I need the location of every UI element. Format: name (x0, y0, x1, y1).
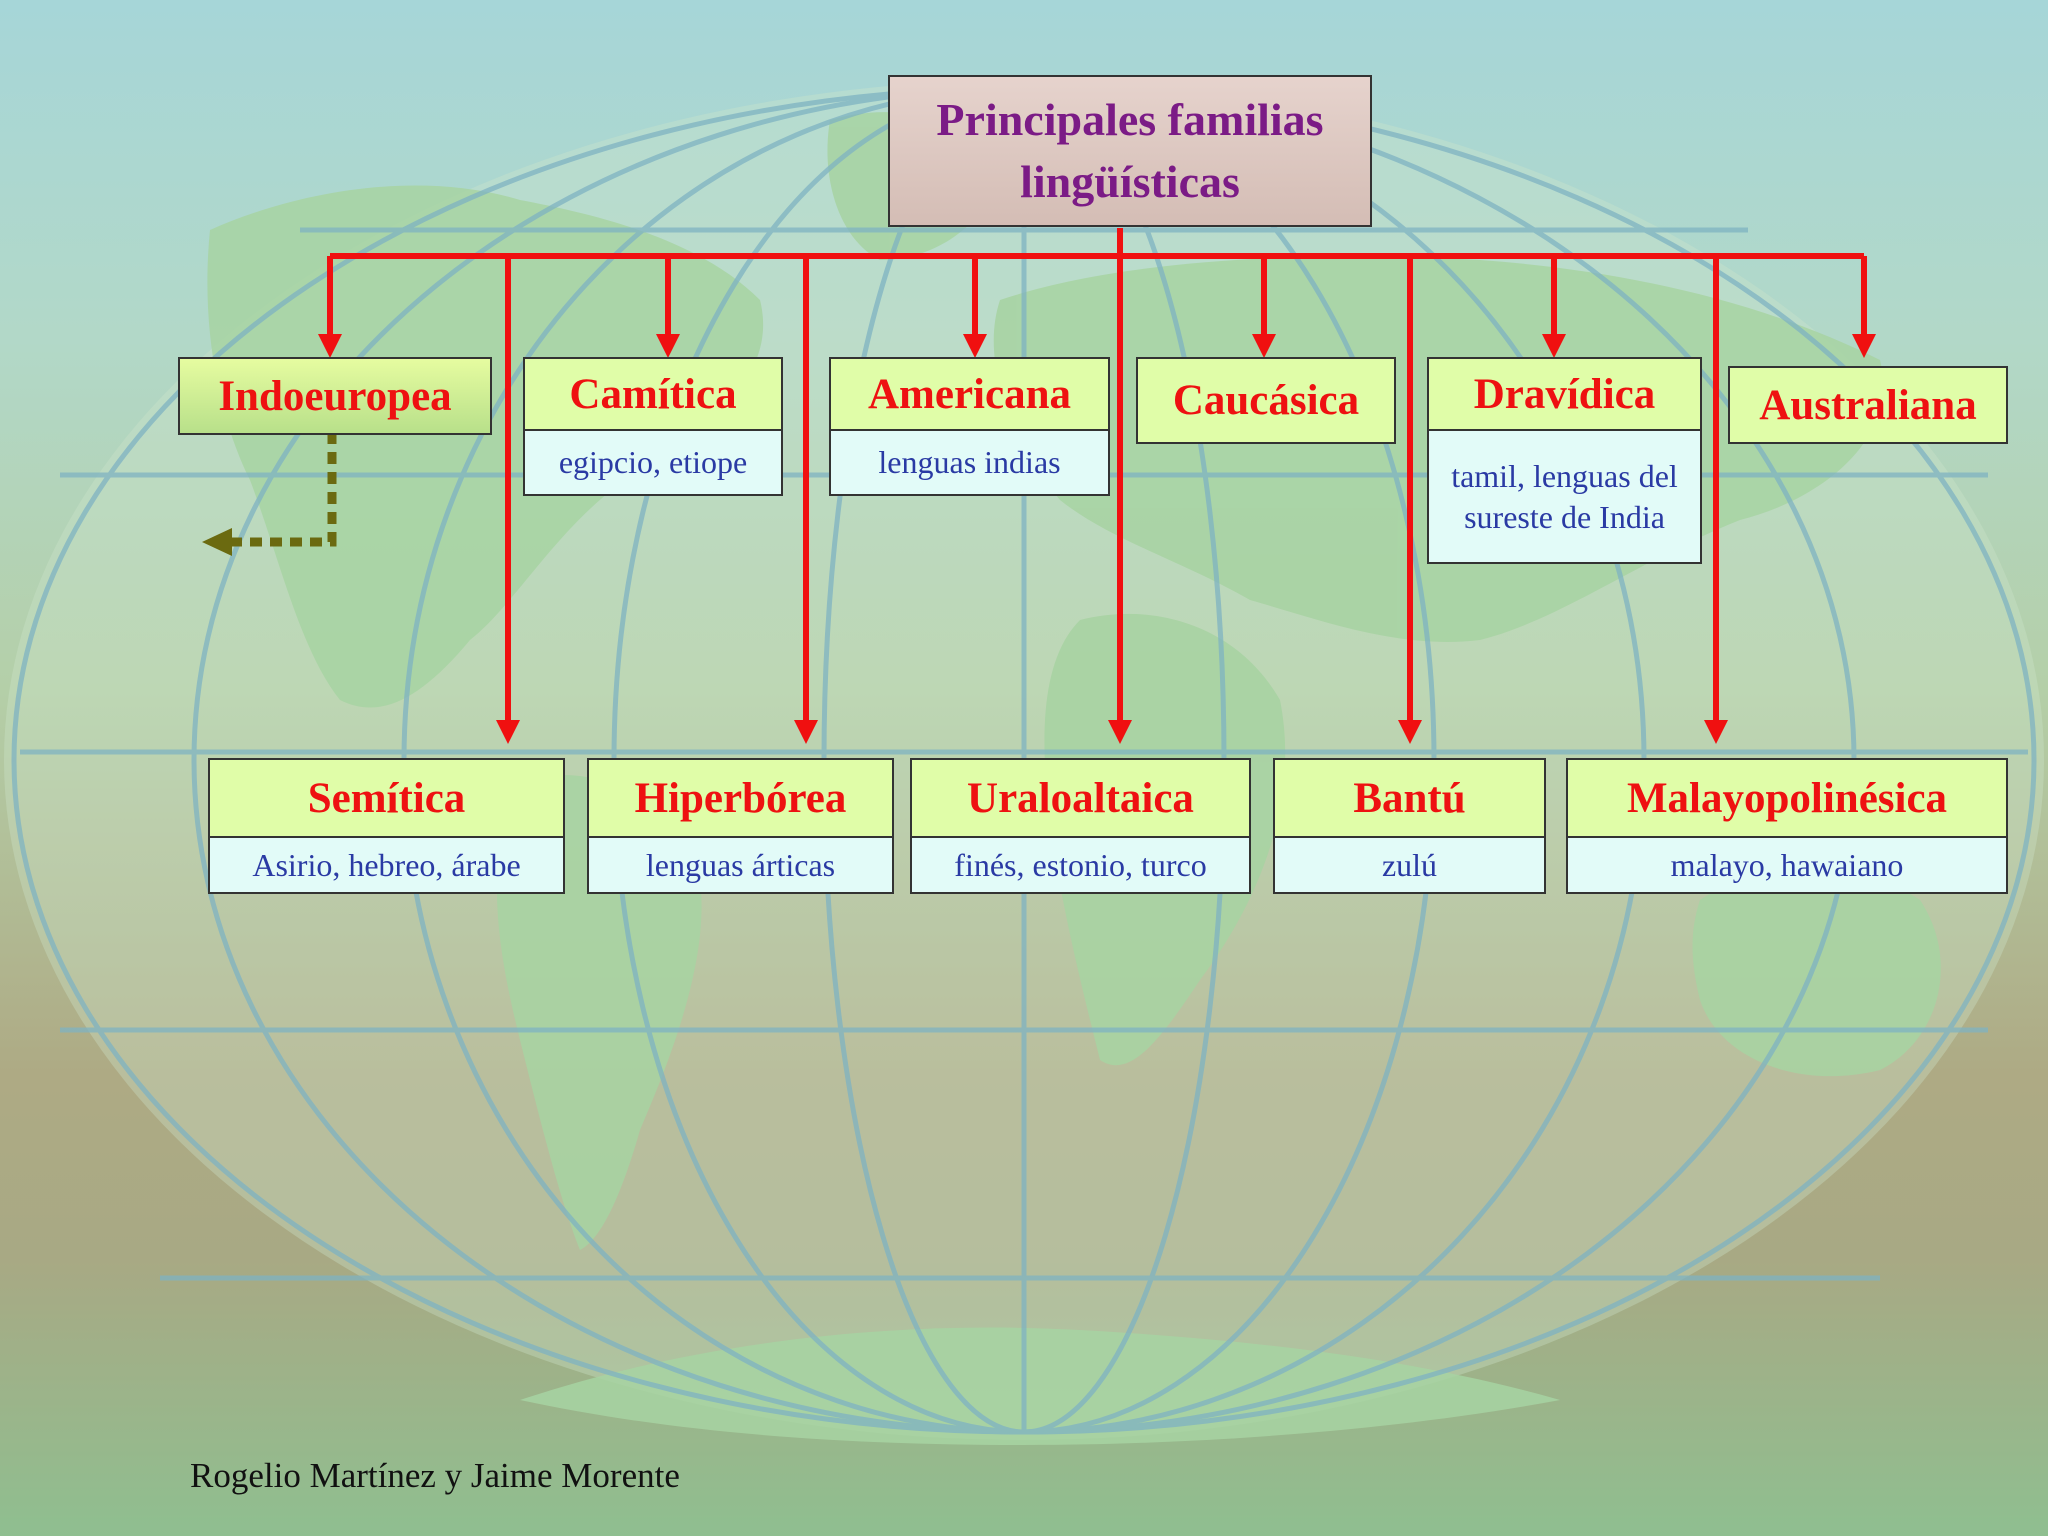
arrowhead-malayopolinesica (1704, 720, 1728, 744)
arrowhead-uraloaltaica (1108, 720, 1132, 744)
family-box-semitica: Semítica Asirio, hebreo, árabe (208, 758, 565, 894)
title-line-2: lingüísticas (1020, 156, 1240, 207)
family-languages: malayo, hawaiano (1568, 836, 2006, 892)
arrowhead-bantu (1398, 720, 1422, 744)
family-name: Malayopolinésica (1568, 760, 2006, 836)
author-credit: Rogelio Martínez y Jaime Morente (190, 1456, 680, 1495)
family-languages: egipcio, etiope (525, 429, 781, 494)
family-languages: Asirio, hebreo, árabe (210, 836, 563, 892)
family-name: Uraloaltaica (912, 760, 1249, 836)
family-name: Caucásica (1138, 359, 1394, 442)
family-name: Camítica (525, 359, 781, 429)
family-languages: tamil, lenguas del sureste de India (1429, 429, 1700, 562)
family-box-hiperborea: Hiperbórea lenguas árticas (587, 758, 894, 894)
family-box-camitica: Camítica egipcio, etiope (523, 357, 783, 496)
family-languages: finés, estonio, turco (912, 836, 1249, 892)
family-box-americana: Americana lenguas indias (829, 357, 1110, 496)
arrowhead-camitica (656, 334, 680, 358)
family-name: Australiana (1730, 368, 2006, 442)
diagram-title: Principales familias lingüísticas (888, 75, 1372, 227)
family-box-australiana: Australiana (1728, 366, 2008, 444)
title-line-1: Principales familias (936, 94, 1324, 145)
family-box-malayopolinesica: Malayopolinésica malayo, hawaiano (1566, 758, 2008, 894)
family-languages: zulú (1275, 836, 1544, 892)
arrowhead-indoeuropea (318, 334, 342, 358)
family-box-bantu: Bantú zulú (1273, 758, 1546, 894)
family-box-indoeuropea: Indoeuropea (178, 357, 492, 435)
arrowhead-americana (963, 334, 987, 358)
dotted-arrow-indoeuropea (202, 432, 337, 556)
arrowhead-australiana (1852, 334, 1876, 358)
family-name: Hiperbórea (589, 760, 892, 836)
family-languages: lenguas indias (831, 429, 1108, 494)
arrowhead-hiperborea (794, 720, 818, 744)
arrowhead-semitica (496, 720, 520, 744)
family-name: Dravídica (1429, 359, 1700, 429)
family-name: Indoeuropea (180, 359, 490, 433)
family-languages: lenguas árticas (589, 836, 892, 892)
family-name: Bantú (1275, 760, 1544, 836)
family-box-dravidica: Dravídica tamil, lenguas del sureste de … (1427, 357, 1702, 564)
family-box-caucasica: Caucásica (1136, 357, 1396, 444)
arrowhead-caucasica (1252, 334, 1276, 358)
family-box-uraloaltaica: Uraloaltaica finés, estonio, turco (910, 758, 1251, 894)
family-name: Americana (831, 359, 1108, 429)
family-name: Semítica (210, 760, 563, 836)
arrowhead-dravidica (1542, 334, 1566, 358)
